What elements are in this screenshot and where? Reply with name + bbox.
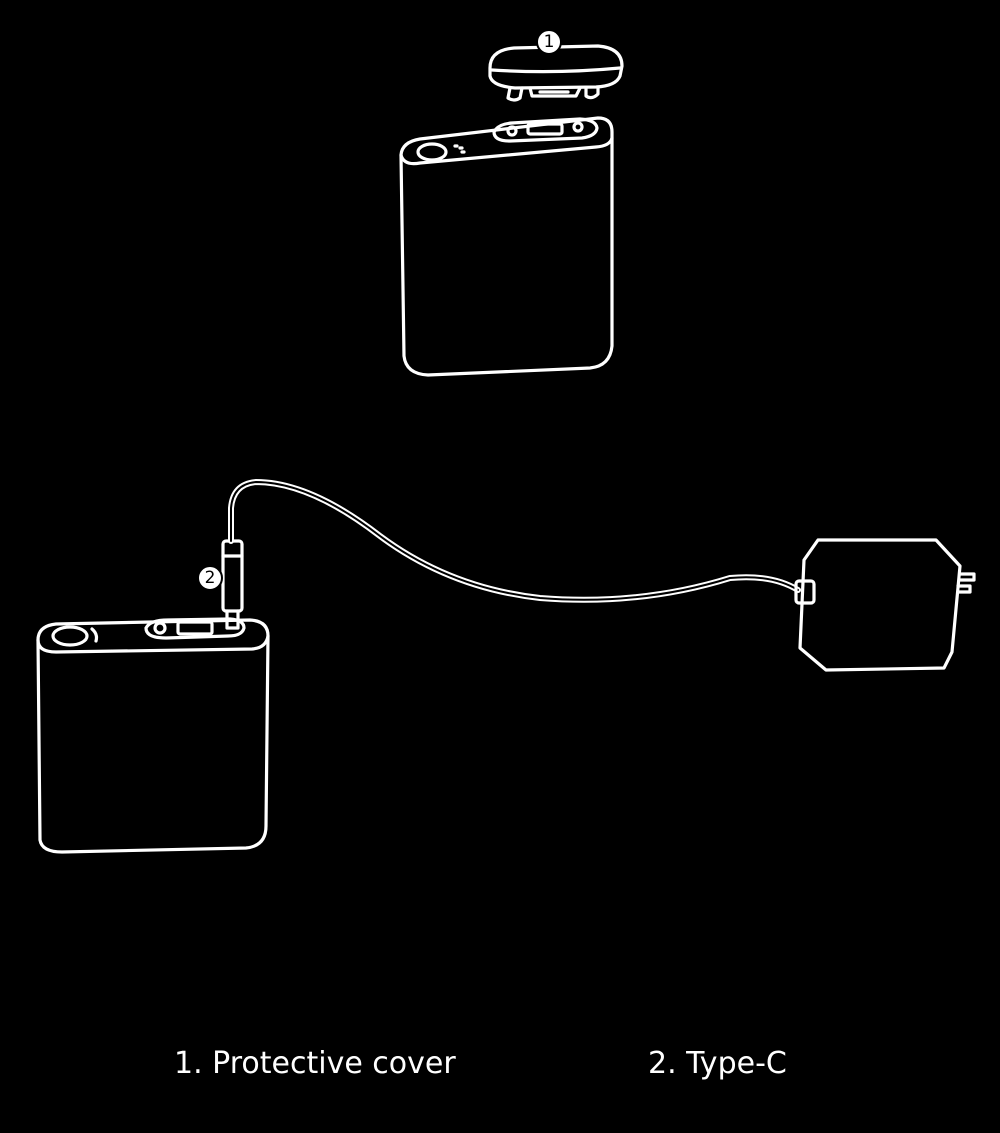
battery-pack-charging — [36, 617, 270, 854]
wall-charger — [794, 538, 976, 672]
battery-pack-top — [399, 116, 614, 377]
charging-cable-outline — [230, 481, 799, 601]
callout-number-2: 2 — [205, 568, 216, 588]
type-c-connector — [221, 539, 244, 630]
legend-item-type-c: 2. Type-C — [648, 1046, 787, 1081]
callout-number-1: 1 — [544, 32, 555, 52]
callout-marker-1 — [536, 29, 562, 55]
protective-cover — [488, 44, 624, 102]
legend-item-protective-cover: 1. Protective cover — [174, 1046, 456, 1081]
callout-marker-2 — [197, 565, 223, 591]
